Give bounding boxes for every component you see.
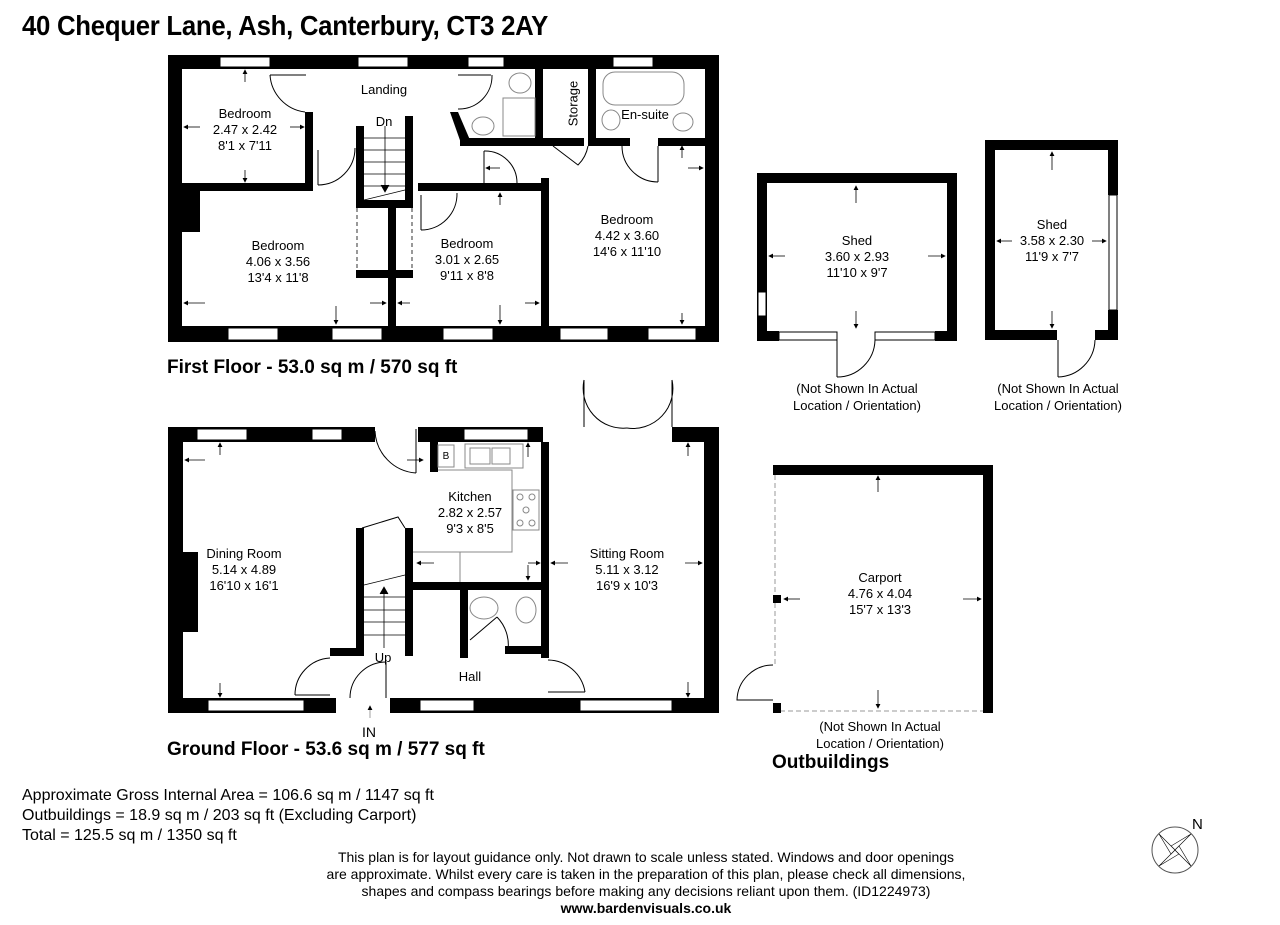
room-label-bedroom-middle: Bedroom 3.01 x 2.65 9'11 x 8'8 bbox=[435, 236, 499, 284]
room-label-dining-room: Dining Room 5.14 x 4.89 16'10 x 16'1 bbox=[206, 546, 281, 594]
outbuildings-area: Outbuildings = 18.9 sq m / 203 sq ft (Ex… bbox=[22, 807, 417, 824]
room-dimensions-imperial: 11'10 x 9'7 bbox=[826, 265, 888, 280]
disclaimer-line: shapes and compass bearings before makin… bbox=[361, 883, 931, 899]
bathroom-fixtures-first-floor bbox=[471, 71, 694, 137]
room-dimensions-imperial: 14'6 x 11'10 bbox=[592, 244, 662, 259]
room-label-bedroom-large-left: Bedroom 4.06 x 3.56 13'4 x 11'8 bbox=[246, 238, 310, 286]
dimension-arrows-sheds bbox=[768, 151, 1107, 329]
shed-1-location-note: (Not Shown In Actual Location / Orientat… bbox=[793, 380, 921, 414]
room-name: Shed bbox=[841, 233, 873, 248]
disclaimer-line: are approximate. Whilst every care is ta… bbox=[326, 866, 966, 882]
ground-floor-windows bbox=[196, 428, 673, 712]
boiler-label: B bbox=[442, 451, 450, 462]
stairs-down-label: Dn bbox=[375, 114, 393, 129]
room-label-shed-1: Shed 3.60 x 2.93 11'10 x 9'7 bbox=[825, 233, 889, 281]
room-dimensions-metric: 2.82 x 2.57 bbox=[437, 505, 503, 520]
first-floor-area-label: First Floor - 53.0 sq m / 570 sq ft bbox=[167, 357, 458, 378]
stairs-first-floor bbox=[356, 126, 413, 270]
note-line: Location / Orientation) bbox=[816, 736, 944, 751]
dimension-arrows-ground-floor bbox=[184, 442, 703, 718]
room-dimensions-imperial: 16'9 x 10'3 bbox=[595, 578, 659, 593]
room-name: Bedroom bbox=[600, 212, 654, 227]
room-label-shed-2: Shed 3.58 x 2.30 11'9 x 7'7 bbox=[1020, 217, 1084, 265]
shed-2-location-note: (Not Shown In Actual Location / Orientat… bbox=[994, 380, 1122, 414]
ensuite-label: En-suite bbox=[621, 107, 669, 122]
room-dimensions-imperial: 13'4 x 11'8 bbox=[247, 270, 309, 285]
room-label-bedroom-small: Bedroom 2.47 x 2.42 8'1 x 7'11 bbox=[213, 106, 277, 154]
compass-rose-icon bbox=[1151, 826, 1199, 874]
note-line: (Not Shown In Actual bbox=[796, 381, 918, 396]
first-floor-windows bbox=[219, 56, 697, 341]
note-line: Location / Orientation) bbox=[994, 398, 1122, 413]
ground-floor-area-label: Ground Floor - 53.6 sq m / 577 sq ft bbox=[167, 739, 485, 760]
room-dimensions-imperial: 9'11 x 8'8 bbox=[440, 268, 494, 283]
outbuildings-label: Outbuildings bbox=[772, 752, 890, 773]
room-name: Kitchen bbox=[448, 489, 492, 504]
room-dimensions-imperial: 9'3 x 8'5 bbox=[446, 521, 494, 536]
gross-internal-area: Approximate Gross Internal Area = 106.6 … bbox=[22, 787, 434, 804]
room-label-sitting-room: Sitting Room 5.11 x 3.12 16'9 x 10'3 bbox=[590, 546, 664, 594]
room-dimensions-metric: 4.42 x 3.60 bbox=[594, 228, 660, 243]
storage-label: Storage bbox=[565, 80, 581, 127]
hall-label: Hall bbox=[458, 669, 482, 684]
carport-location-note: (Not Shown In Actual Location / Orientat… bbox=[816, 718, 944, 752]
landing-label: Landing bbox=[360, 82, 408, 97]
room-dimensions-metric: 3.01 x 2.65 bbox=[434, 252, 500, 267]
room-dimensions-imperial: 16'10 x 16'1 bbox=[209, 578, 279, 593]
room-name: Bedroom bbox=[218, 106, 272, 121]
total-area: Total = 125.5 sq m / 1350 sq ft bbox=[22, 827, 237, 844]
room-name: Bedroom bbox=[440, 236, 494, 251]
first-floor-walls bbox=[168, 55, 719, 342]
page-title: 40 Chequer Lane, Ash, Canterbury, CT3 2A… bbox=[22, 10, 548, 41]
room-dimensions-metric: 4.06 x 3.56 bbox=[245, 254, 311, 269]
disclaimer-line: This plan is for layout guidance only. N… bbox=[337, 849, 955, 865]
room-name: Dining Room bbox=[206, 546, 282, 561]
room-dimensions-imperial: 11'9 x 7'7 bbox=[1025, 249, 1079, 264]
room-label-bedroom-master: Bedroom 4.42 x 3.60 14'6 x 11'10 bbox=[593, 212, 661, 260]
room-dimensions-imperial: 15'7 x 13'3 bbox=[848, 602, 912, 617]
disclaimer: This plan is for layout guidance only. N… bbox=[327, 849, 966, 917]
note-line: (Not Shown In Actual bbox=[819, 719, 941, 734]
room-label-kitchen: Kitchen 2.82 x 2.57 9'3 x 8'5 bbox=[438, 489, 502, 537]
compass-north-label: N bbox=[1192, 816, 1203, 833]
room-label-carport: Carport 4.76 x 4.04 15'7 x 13'3 bbox=[848, 570, 912, 618]
ground-floor-doors bbox=[294, 379, 674, 699]
carport-drawing bbox=[736, 465, 993, 713]
room-dimensions-metric: 4.76 x 4.04 bbox=[847, 586, 913, 601]
room-name: Bedroom bbox=[251, 238, 305, 253]
stairs-ground-floor bbox=[363, 574, 406, 648]
room-name: Carport bbox=[858, 570, 902, 585]
room-dimensions-metric: 3.58 x 2.30 bbox=[1019, 233, 1085, 248]
dimension-arrows-first-floor bbox=[183, 69, 704, 325]
area-summary: Approximate Gross Internal Area = 106.6 … bbox=[22, 786, 434, 846]
note-line: (Not Shown In Actual bbox=[997, 381, 1119, 396]
shed-1-walls bbox=[757, 173, 957, 378]
room-dimensions-metric: 5.11 x 3.12 bbox=[595, 562, 659, 577]
entrance-label: IN bbox=[362, 724, 376, 740]
shed-2-walls bbox=[985, 140, 1118, 378]
room-dimensions-imperial: 8'1 x 7'11 bbox=[218, 138, 272, 153]
room-dimensions-metric: 2.47 x 2.42 bbox=[212, 122, 278, 137]
note-line: Location / Orientation) bbox=[793, 398, 921, 413]
room-name: Sitting Room bbox=[589, 546, 665, 561]
stairs-up-label: Up bbox=[374, 650, 392, 665]
room-dimensions-metric: 3.60 x 2.93 bbox=[824, 249, 890, 264]
room-name: Shed bbox=[1036, 217, 1068, 232]
first-floor-doors bbox=[269, 74, 659, 231]
kitchen-fixtures bbox=[413, 443, 540, 624]
room-dimensions-metric: 5.14 x 4.89 bbox=[211, 562, 277, 577]
website-link[interactable]: www.bardenvisuals.co.uk bbox=[560, 900, 732, 916]
